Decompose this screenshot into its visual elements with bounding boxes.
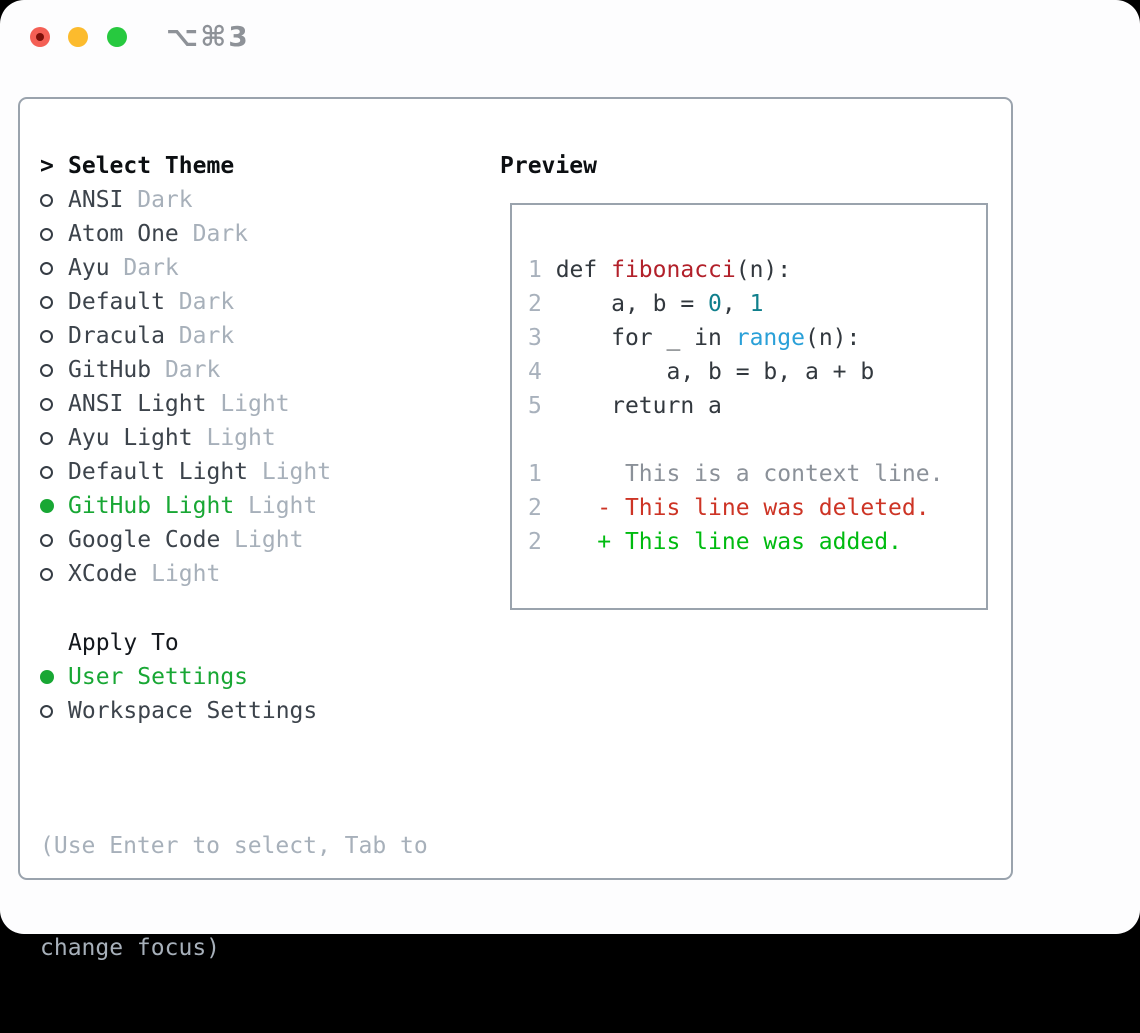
theme-list-title: Select Theme: [68, 153, 234, 179]
apply-to-option[interactable]: Workspace Settings: [40, 694, 317, 728]
theme-variant: Dark: [179, 221, 248, 247]
preview-title: Preview: [500, 149, 597, 183]
radio-icon: [40, 534, 53, 547]
theme-list-item[interactable]: XCode Light: [40, 557, 331, 591]
theme-name: Default Light: [68, 459, 248, 485]
code-line: 3 for _ in range(n):: [528, 321, 970, 355]
theme-name: Google Code: [68, 527, 220, 553]
radio-icon: [40, 296, 53, 309]
radio-icon: [40, 568, 53, 581]
theme-variant: Light: [234, 493, 317, 519]
theme-name: XCode: [68, 561, 137, 587]
theme-name: GitHub: [68, 357, 151, 383]
apply-to-section: Apply To User Settings Workspace Setting…: [40, 626, 317, 728]
code-line: 2 + This line was added.: [528, 525, 970, 559]
theme-variant: Dark: [151, 357, 220, 383]
keyboard-hint-line1: (Use Enter to select, Tab to: [40, 829, 428, 863]
window-titlebar: ⌥⌘3: [0, 0, 1140, 96]
theme-variant: Dark: [110, 255, 179, 281]
theme-variant: Light: [193, 425, 276, 451]
theme-list-item[interactable]: GitHub Dark: [40, 353, 331, 387]
theme-variant: Light: [220, 527, 303, 553]
close-button[interactable]: [30, 27, 50, 47]
radio-selected-icon: [40, 670, 54, 684]
radio-icon: [40, 330, 53, 343]
keyboard-hint: (Use Enter to select, Tab to change focu…: [40, 761, 428, 1033]
code-line: 2 - This line was deleted.: [528, 491, 970, 525]
apply-to-title: Apply To: [68, 630, 179, 656]
theme-name: GitHub Light: [68, 493, 234, 519]
code-line: 1 def fibonacci(n):: [528, 253, 970, 287]
apply-to-option-label: User Settings: [68, 664, 248, 690]
minimize-button[interactable]: [68, 27, 88, 47]
theme-name: Ayu Light: [68, 425, 193, 451]
theme-list-item[interactable]: Google Code Light: [40, 523, 331, 557]
apply-to-header: Apply To: [40, 626, 317, 660]
theme-picker-panel: > Select Theme ANSI Dark Atom One Dark A…: [18, 97, 1013, 880]
keyboard-hint-line2: change focus): [40, 931, 428, 965]
code-line: 2 a, b = 0, 1: [528, 287, 970, 321]
radio-icon: [40, 432, 53, 445]
code-line: 1 This is a context line.: [528, 457, 970, 491]
code-line: 4 a, b = b, a + b: [528, 355, 970, 389]
radio-icon: [40, 194, 53, 207]
window-shortcut-label: ⌥⌘3: [166, 20, 250, 53]
zoom-button[interactable]: [107, 27, 127, 47]
radio-icon: [40, 466, 53, 479]
theme-name: Ayu: [68, 255, 110, 281]
theme-name: Dracula: [68, 323, 165, 349]
theme-variant: Light: [137, 561, 220, 587]
theme-list-item[interactable]: Default Dark: [40, 285, 331, 319]
radio-icon: [40, 705, 53, 718]
theme-variant: Dark: [165, 289, 234, 315]
apply-to-option[interactable]: User Settings: [40, 660, 317, 694]
theme-name: ANSI: [68, 187, 123, 213]
theme-list-item[interactable]: Atom One Dark: [40, 217, 331, 251]
theme-list: > Select Theme ANSI Dark Atom One Dark A…: [40, 149, 331, 591]
radio-icon: [40, 228, 53, 241]
theme-name: Default: [68, 289, 165, 315]
theme-variant: Dark: [123, 187, 192, 213]
apply-to-option-label: Workspace Settings: [68, 698, 317, 724]
radio-icon: [40, 398, 53, 411]
theme-list-item[interactable]: Default Light Light: [40, 455, 331, 489]
code-line: 5 return a: [528, 389, 970, 423]
theme-list-item[interactable]: Dracula Dark: [40, 319, 331, 353]
radio-selected-icon: [40, 499, 54, 513]
theme-list-item[interactable]: GitHub Light Light: [40, 489, 331, 523]
app-window: ⌥⌘3 > Select Theme ANSI Dark Atom One Da…: [0, 0, 1140, 934]
theme-list-item[interactable]: Ayu Dark: [40, 251, 331, 285]
theme-name: ANSI Light: [68, 391, 206, 417]
theme-name: Atom One: [68, 221, 179, 247]
cursor-chevron-icon: >: [40, 153, 68, 179]
radio-icon: [40, 262, 53, 275]
theme-list-header: > Select Theme: [40, 149, 331, 183]
theme-list-item[interactable]: ANSI Light Light: [40, 387, 331, 421]
theme-variant: Light: [248, 459, 331, 485]
code-line: [528, 423, 970, 457]
radio-icon: [40, 364, 53, 377]
theme-variant: Dark: [165, 323, 234, 349]
theme-list-item[interactable]: ANSI Dark: [40, 183, 331, 217]
theme-variant: Light: [206, 391, 289, 417]
theme-list-item[interactable]: Ayu Light Light: [40, 421, 331, 455]
